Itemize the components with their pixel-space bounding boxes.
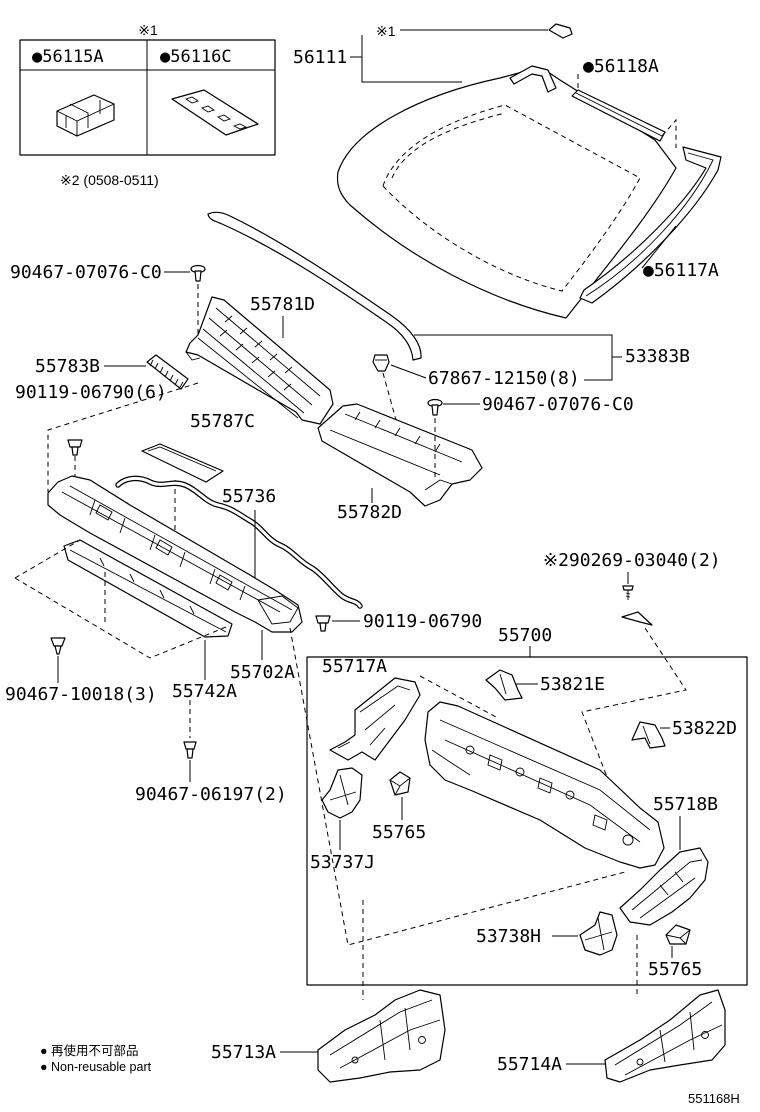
part-label-90467-07076-C0-right: 90467-07076-C0 [482, 394, 634, 415]
part-drawing-55713A [317, 989, 446, 1083]
part-drawing-53821E [485, 669, 523, 701]
part-drawing-55742A [63, 539, 233, 638]
part-label-55714A: 55714A [497, 1054, 562, 1075]
figure-code: 551168H [688, 1091, 740, 1106]
legend-line-en: ● Non-reusable part [40, 1060, 152, 1074]
part-drawing-55717A [329, 677, 421, 761]
part-label-90467-06197: 90467-06197(2) [135, 784, 287, 805]
part-drawing-55714A [604, 989, 726, 1083]
part-label-55718B: 55718B [653, 794, 718, 815]
part-label-55765-right: 55765 [648, 959, 702, 980]
part-drawing-56115A [56, 94, 115, 137]
inset-label-right: ●56116C [160, 47, 232, 67]
part-drawing-55787C [141, 443, 224, 483]
part-label-55717A: 55717A [322, 656, 387, 677]
part-label-55742A: 55742A [172, 681, 237, 702]
part-drawing-67867-12150 [372, 354, 390, 372]
leader-line [414, 334, 622, 381]
part-label-56118A: ●56118A [583, 56, 659, 77]
part-label-90467-07076-C0-left: 90467-07076-C0 [10, 262, 162, 283]
part-label-55702A: 55702A [230, 662, 295, 683]
assembly-box-55700 [306, 656, 748, 986]
part-label-55700: 55700 [498, 625, 552, 646]
dashed-guide-line [14, 539, 227, 659]
part-drawing-55765-right [665, 924, 691, 945]
part-drawing-55718B [619, 847, 709, 926]
legend-line-ja: ● 再使用不可部品 [40, 1043, 139, 1058]
part-label-56111: 56111 [293, 47, 347, 68]
part-label-55782D: 55782D [337, 502, 402, 523]
leader-line [350, 35, 462, 83]
part-drawing-53737J [321, 767, 363, 819]
part-label-56117A: ●56117A [643, 260, 719, 281]
part-label-55783B: 55783B [35, 356, 100, 377]
part-drawing-56116C [171, 89, 259, 136]
part-label-55736: 55736 [222, 486, 276, 507]
part-label-90269-03040: ※290269-03040(2) [543, 550, 721, 571]
part-drawing-cowl-inner-panel [424, 701, 665, 869]
part-label-90119-06790-6: 90119-06790(6) [15, 382, 167, 403]
part-drawing-55702A [47, 475, 303, 633]
part-drawing-90467-07076-C0-right [427, 398, 443, 416]
leader-line [390, 364, 427, 379]
part-label-90467-10018: 90467-10018(3) [5, 684, 157, 705]
part-label-marker-1: ※1 [376, 23, 396, 39]
part-drawing-53738H [579, 911, 618, 956]
part-drawing-53383B [207, 211, 422, 361]
part-label-55713A: 55713A [211, 1042, 276, 1063]
part-drawing-55736 [115, 475, 363, 609]
part-drawing-90119-06790 [315, 615, 331, 632]
dashed-guide-line [577, 74, 677, 148]
part-drawing-90467-06197 [183, 741, 197, 759]
part-label-53821E: 53821E [540, 674, 605, 695]
part-drawing-90119-06790-multi [67, 439, 83, 456]
part-drawing-55782D [317, 403, 483, 507]
part-label-55781D: 55781D [250, 294, 315, 315]
part-drawing-upper-bracket [509, 65, 557, 93]
inset-label-left: ●56115A [32, 47, 104, 67]
part-drawing-56111 [336, 69, 677, 319]
part-drawing-55781D [185, 296, 334, 425]
part-label-90119-06790: 90119-06790 [363, 611, 482, 632]
part-drawing-90467-10018 [50, 637, 66, 655]
dashed-guide-line [419, 675, 499, 719]
dashed-guide-line [289, 627, 626, 946]
part-label-53822D: 53822D [672, 718, 737, 739]
dashed-guide-line [581, 627, 687, 791]
part-label-55787C: 55787C [190, 411, 255, 432]
part-drawing-55765-left [389, 771, 411, 796]
part-drawing-53822D [631, 721, 666, 749]
part-drawing-top-clip-marker [548, 23, 573, 39]
dashed-guide-line [362, 900, 638, 1000]
part-drawing-55783B [146, 354, 189, 390]
inset-marker: ※1 [138, 22, 158, 38]
part-label-53737J: 53737J [310, 852, 375, 873]
inset-box: ※1 ●56115A ●56116C [19, 22, 276, 156]
part-drawing-90467-07076-C0-left [190, 264, 206, 282]
part-label-55765-left: 55765 [372, 822, 426, 843]
dashed-guide-line [47, 382, 199, 492]
part-drawing-90269-03040 [621, 585, 653, 626]
part-label-53383B: 53383B [625, 346, 690, 367]
part-label-67867-12150: 67867-12150(8) [428, 368, 580, 389]
leader-line [641, 225, 677, 269]
part-label-53738H: 53738H [476, 926, 541, 947]
part-drawing-56117A [579, 146, 722, 304]
inset-note: ※2 (0508-0511) [60, 172, 159, 188]
